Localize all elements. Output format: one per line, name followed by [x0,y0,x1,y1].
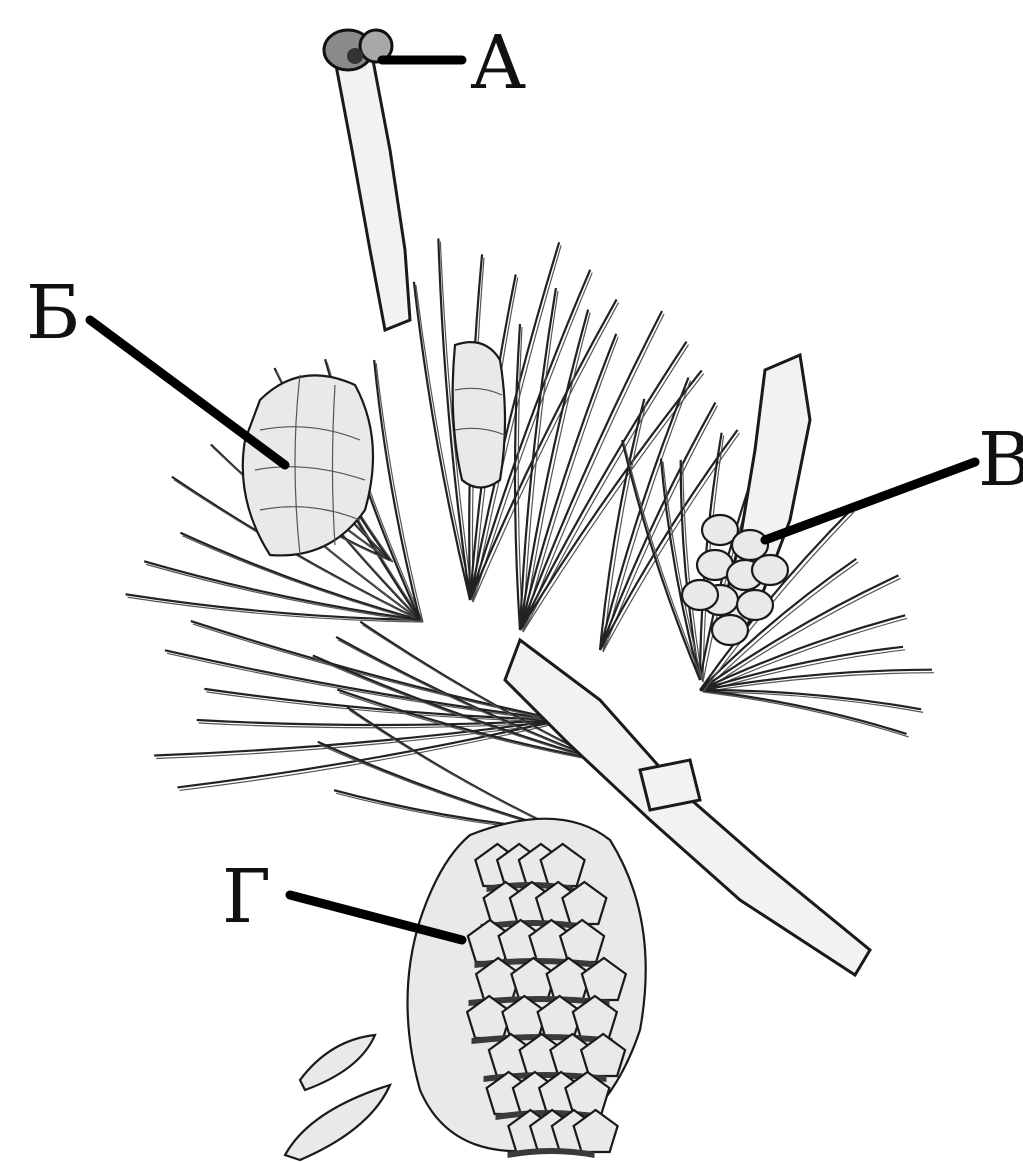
pine-needles [126,238,934,832]
label-b: Б [26,270,80,356]
label-g: Г [222,854,271,940]
leader-line-b [90,320,285,465]
mature-cone [408,819,646,1158]
young-cone-right [453,342,505,487]
young-cone-left [243,375,373,555]
seed-wings [285,1035,390,1160]
label-a: А [470,20,526,106]
label-v: В [978,417,1023,503]
